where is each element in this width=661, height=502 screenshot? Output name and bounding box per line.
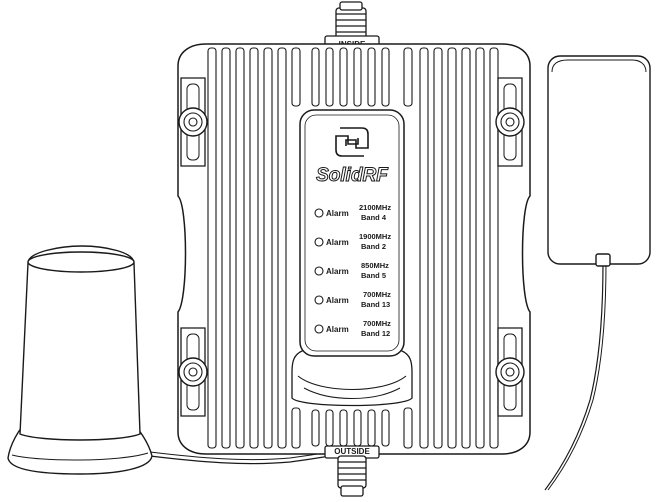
inside-antenna-cable (544, 261, 604, 491)
heat-sink-fin (339, 47, 348, 107)
inside-antenna (544, 55, 651, 491)
mounting-ear (495, 327, 525, 417)
alarm-status: Alarm (326, 238, 349, 247)
alarm-frequency: 2100MHz (359, 203, 391, 212)
front-panel (291, 109, 413, 407)
alarm-row-band-12: Alarm 700MHz Band 12 (314, 319, 391, 338)
heat-sink-fin (419, 47, 429, 449)
outside-antenna-cable (149, 455, 331, 465)
heat-sink-fin (263, 47, 273, 449)
alarm-led (314, 324, 324, 334)
heat-sink-fin (353, 47, 362, 107)
heat-sink-fin (207, 47, 217, 449)
heat-sink-fin (403, 407, 413, 449)
alarm-band: Band 13 (361, 300, 390, 309)
mounting-ear (178, 77, 208, 167)
heat-sink-fin (311, 409, 320, 447)
heat-sink-fin (291, 47, 301, 107)
alarm-frequency: 1900MHz (359, 232, 391, 241)
front-panel-face (299, 109, 405, 357)
mounting-ear (178, 327, 208, 417)
heat-sink-fin (461, 47, 471, 449)
outside-antenna (7, 245, 331, 475)
heat-sink-fin (325, 47, 334, 107)
heat-sink-fins (207, 47, 499, 449)
heat-sink-fin (489, 47, 499, 449)
alarm-status: Alarm (326, 325, 349, 334)
alarm-row-band-4: Alarm 2100MHz Band 4 (314, 203, 391, 222)
heat-sink-fin (447, 47, 457, 449)
screw-icon (188, 117, 198, 127)
outside-label: OUTSIDE (334, 447, 370, 456)
alarm-band: Band 2 (361, 242, 386, 251)
heat-sink-fin (381, 47, 390, 107)
alarm-led (314, 237, 324, 247)
alarm-frequency: 700MHz (363, 319, 391, 328)
alarm-list: Alarm 2100MHz Band 4 Alarm 1900MHz Band … (314, 203, 391, 338)
heat-sink-fin (381, 409, 390, 447)
alarm-row-band-13: Alarm 700MHz Band 13 (314, 290, 391, 309)
heat-sink-fin (221, 47, 231, 449)
alarm-band: Band 12 (361, 329, 390, 338)
alarm-row-band-5: Alarm 850MHz Band 5 (314, 261, 389, 280)
alarm-status: Alarm (326, 267, 349, 276)
screw-icon (505, 367, 515, 377)
alarm-led (314, 295, 324, 305)
alarm-led (314, 208, 324, 218)
alarm-band: Band 4 (361, 213, 387, 222)
alarm-row-band-2: Alarm 1900MHz Band 2 (314, 232, 391, 251)
inside-antenna-panel (547, 55, 651, 265)
heat-sink-fin (277, 47, 287, 449)
alarm-band: Band 5 (361, 271, 386, 280)
alarm-frequency: 700MHz (363, 290, 391, 299)
mounting-ear (495, 77, 525, 167)
heat-sink-fin (325, 409, 334, 447)
heat-sink-fin (291, 407, 301, 449)
heat-sink-fin (433, 47, 443, 449)
outside-connector (324, 445, 380, 497)
mounting-ears (178, 77, 525, 417)
heat-sink-fin (249, 47, 259, 449)
screw-icon (188, 367, 198, 377)
alarm-status: Alarm (326, 296, 349, 305)
heat-sink-fin (367, 47, 376, 107)
heat-sink-fin (353, 409, 362, 447)
heat-sink-fin (311, 47, 320, 107)
alarm-frequency: 850MHz (361, 261, 389, 270)
heat-sink-fin (235, 47, 245, 449)
heat-sink-fin (475, 47, 485, 449)
screw-icon (505, 117, 515, 127)
heat-sink-fin (367, 409, 376, 447)
outside-antenna-radome (19, 245, 141, 441)
brand-logo-icon (335, 127, 369, 157)
heat-sink-fin (403, 47, 413, 107)
alarm-status: Alarm (326, 209, 349, 218)
heat-sink-fin (339, 409, 348, 447)
brand-wordmark: SolidRF (316, 165, 389, 186)
alarm-led (314, 266, 324, 276)
